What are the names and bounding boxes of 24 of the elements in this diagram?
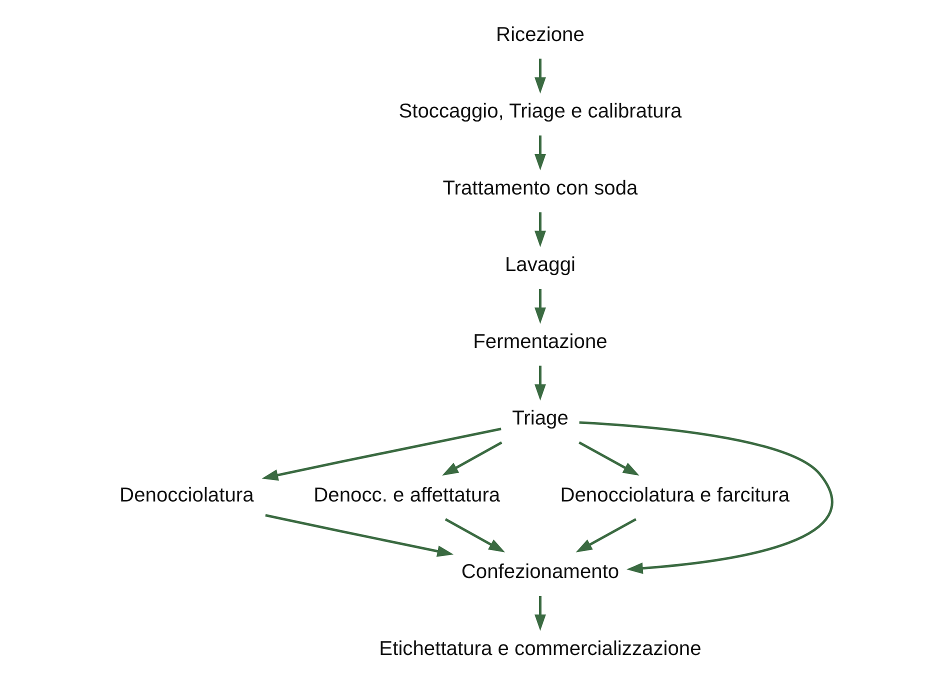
arrow — [442, 441, 502, 476]
node-text: Denocciolatura — [120, 484, 254, 506]
node-text: Lavaggi — [504, 254, 576, 276]
arrow — [576, 518, 637, 552]
arrow — [534, 58, 546, 94]
arrow — [534, 212, 546, 248]
node-text: Trattamento con soda — [442, 177, 638, 200]
arrow — [534, 596, 546, 631]
node-text: Ricezione — [496, 24, 584, 46]
arrow — [534, 366, 546, 401]
node-text: Denocc. e affettatura — [314, 484, 500, 506]
arrow — [262, 428, 502, 481]
node-text: Denocciolatura e farcitura — [560, 484, 790, 506]
arrow — [534, 288, 546, 324]
arrow — [578, 441, 640, 476]
node-text: Confezionamento — [461, 561, 620, 584]
arrow — [534, 135, 546, 170]
node-text: Stoccaggio, Triage e calibratura — [398, 100, 682, 123]
node-text: Fermentazione — [473, 330, 608, 353]
node-text: Triage — [512, 408, 568, 430]
arrow — [265, 514, 454, 557]
arrow — [579, 421, 834, 574]
arrow — [444, 518, 506, 552]
node-text: Etichettatura e commercializzazione — [379, 638, 702, 660]
